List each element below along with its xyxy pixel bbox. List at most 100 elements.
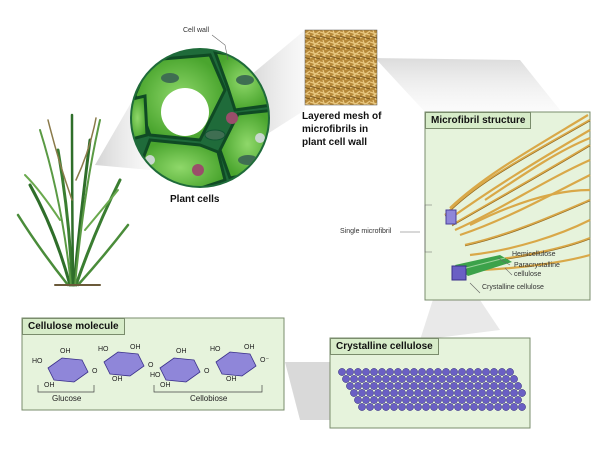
- lattice-sphere: [426, 368, 434, 376]
- paracrystalline-label-line-1: Paracrystalline: [514, 262, 560, 269]
- lattice-sphere: [422, 389, 430, 397]
- lattice-sphere: [398, 375, 406, 383]
- glucose-label: Glucose: [52, 394, 82, 403]
- lattice-sphere: [422, 403, 430, 411]
- lattice-sphere: [434, 368, 442, 376]
- oh-label-1: OH: [60, 348, 71, 355]
- lattice-sphere: [466, 382, 474, 390]
- lattice-sphere: [398, 389, 406, 397]
- lattice-sphere: [358, 403, 366, 411]
- lattice-sphere: [354, 396, 362, 404]
- lattice-sphere: [354, 382, 362, 390]
- lattice-sphere: [378, 368, 386, 376]
- o-link-1: O: [92, 368, 98, 375]
- grass-plant-illustration: [16, 113, 130, 287]
- bracket-lines: [37, 385, 263, 393]
- lattice-sphere: [350, 389, 358, 397]
- lattice-sphere: [374, 375, 382, 383]
- lattice-sphere: [374, 403, 382, 411]
- oh-label-5: OH: [176, 348, 187, 355]
- lattice-sphere: [490, 396, 498, 404]
- lattice-sphere: [518, 389, 526, 397]
- lattice-sphere: [402, 396, 410, 404]
- lattice-sphere: [418, 368, 426, 376]
- microfibril-bundle: [444, 114, 591, 272]
- lattice-sphere: [430, 389, 438, 397]
- lattice-sphere: [482, 368, 490, 376]
- plant-cells-label: Plant cells: [170, 194, 220, 205]
- lattice-sphere: [430, 403, 438, 411]
- lattice-sphere: [406, 403, 414, 411]
- lattice-sphere: [510, 375, 518, 383]
- lattice-sphere: [486, 375, 494, 383]
- lattice-sphere: [450, 396, 458, 404]
- lattice-sphere: [506, 396, 514, 404]
- lattice-sphere: [482, 396, 490, 404]
- oh-label-6: OH: [160, 382, 171, 389]
- lattice-sphere: [346, 382, 354, 390]
- oh-label-7: OH: [244, 344, 255, 351]
- lattice-sphere: [454, 375, 462, 383]
- ho-label-1: HO: [32, 358, 43, 365]
- lattice-sphere: [510, 389, 518, 397]
- lattice-sphere: [346, 368, 354, 376]
- lattice-sphere: [366, 403, 374, 411]
- lattice-sphere: [498, 368, 506, 376]
- plant-cells-circle: [130, 48, 270, 188]
- lattice-sphere: [462, 375, 470, 383]
- o-link-2: O: [148, 362, 154, 369]
- lattice-sphere: [502, 389, 510, 397]
- oh-label-3: OH: [130, 344, 141, 351]
- oh-label-2: OH: [44, 382, 55, 389]
- single-microfibril-end: [445, 209, 457, 225]
- lattice-sphere: [442, 382, 450, 390]
- lattice-sphere: [454, 389, 462, 397]
- lattice-sphere: [490, 368, 498, 376]
- lattice-sphere: [438, 403, 446, 411]
- lattice-sphere: [414, 375, 422, 383]
- microfibril-mesh-photo: [304, 29, 378, 106]
- lattice-sphere: [362, 382, 370, 390]
- lattice-sphere: [474, 382, 482, 390]
- lattice-sphere: [406, 389, 414, 397]
- cell-wall-label: Cell wall: [183, 27, 210, 34]
- lattice-sphere: [474, 396, 482, 404]
- lattice-sphere: [358, 375, 366, 383]
- crystalline-cellulose-callout: Crystalline cellulose: [482, 284, 544, 291]
- cellobiose-label: Cellobiose: [190, 394, 228, 403]
- lattice-sphere: [478, 389, 486, 397]
- lattice-sphere: [390, 375, 398, 383]
- lattice-sphere: [450, 368, 458, 376]
- lattice-sphere: [370, 368, 378, 376]
- lattice-sphere: [366, 375, 374, 383]
- crystalline-lattice: [338, 368, 526, 411]
- lattice-sphere: [386, 368, 394, 376]
- ho-label-3: HO: [150, 372, 161, 379]
- lattice-sphere: [514, 396, 522, 404]
- lattice-sphere: [458, 396, 466, 404]
- lattice-sphere: [506, 382, 514, 390]
- lattice-sphere: [498, 382, 506, 390]
- lattice-sphere: [382, 375, 390, 383]
- lattice-sphere: [354, 368, 362, 376]
- microfibril-structure-title: Microfibril structure: [425, 112, 532, 129]
- lattice-sphere: [390, 403, 398, 411]
- lattice-sphere: [438, 389, 446, 397]
- lattice-sphere: [426, 396, 434, 404]
- lattice-sphere: [494, 403, 502, 411]
- lattice-sphere: [410, 368, 418, 376]
- lattice-sphere: [486, 403, 494, 411]
- lattice-sphere: [370, 382, 378, 390]
- lattice-sphere: [446, 389, 454, 397]
- lattice-sphere: [414, 403, 422, 411]
- microfibril-structure-panel: [424, 111, 591, 301]
- crystalline-core: [451, 255, 512, 281]
- lattice-sphere: [482, 382, 490, 390]
- ho-label-4: HO: [210, 346, 221, 353]
- lattice-sphere: [494, 375, 502, 383]
- lattice-sphere: [418, 382, 426, 390]
- lattice-sphere: [466, 368, 474, 376]
- lattice-sphere: [510, 403, 518, 411]
- lattice-sphere: [426, 382, 434, 390]
- lattice-sphere: [486, 389, 494, 397]
